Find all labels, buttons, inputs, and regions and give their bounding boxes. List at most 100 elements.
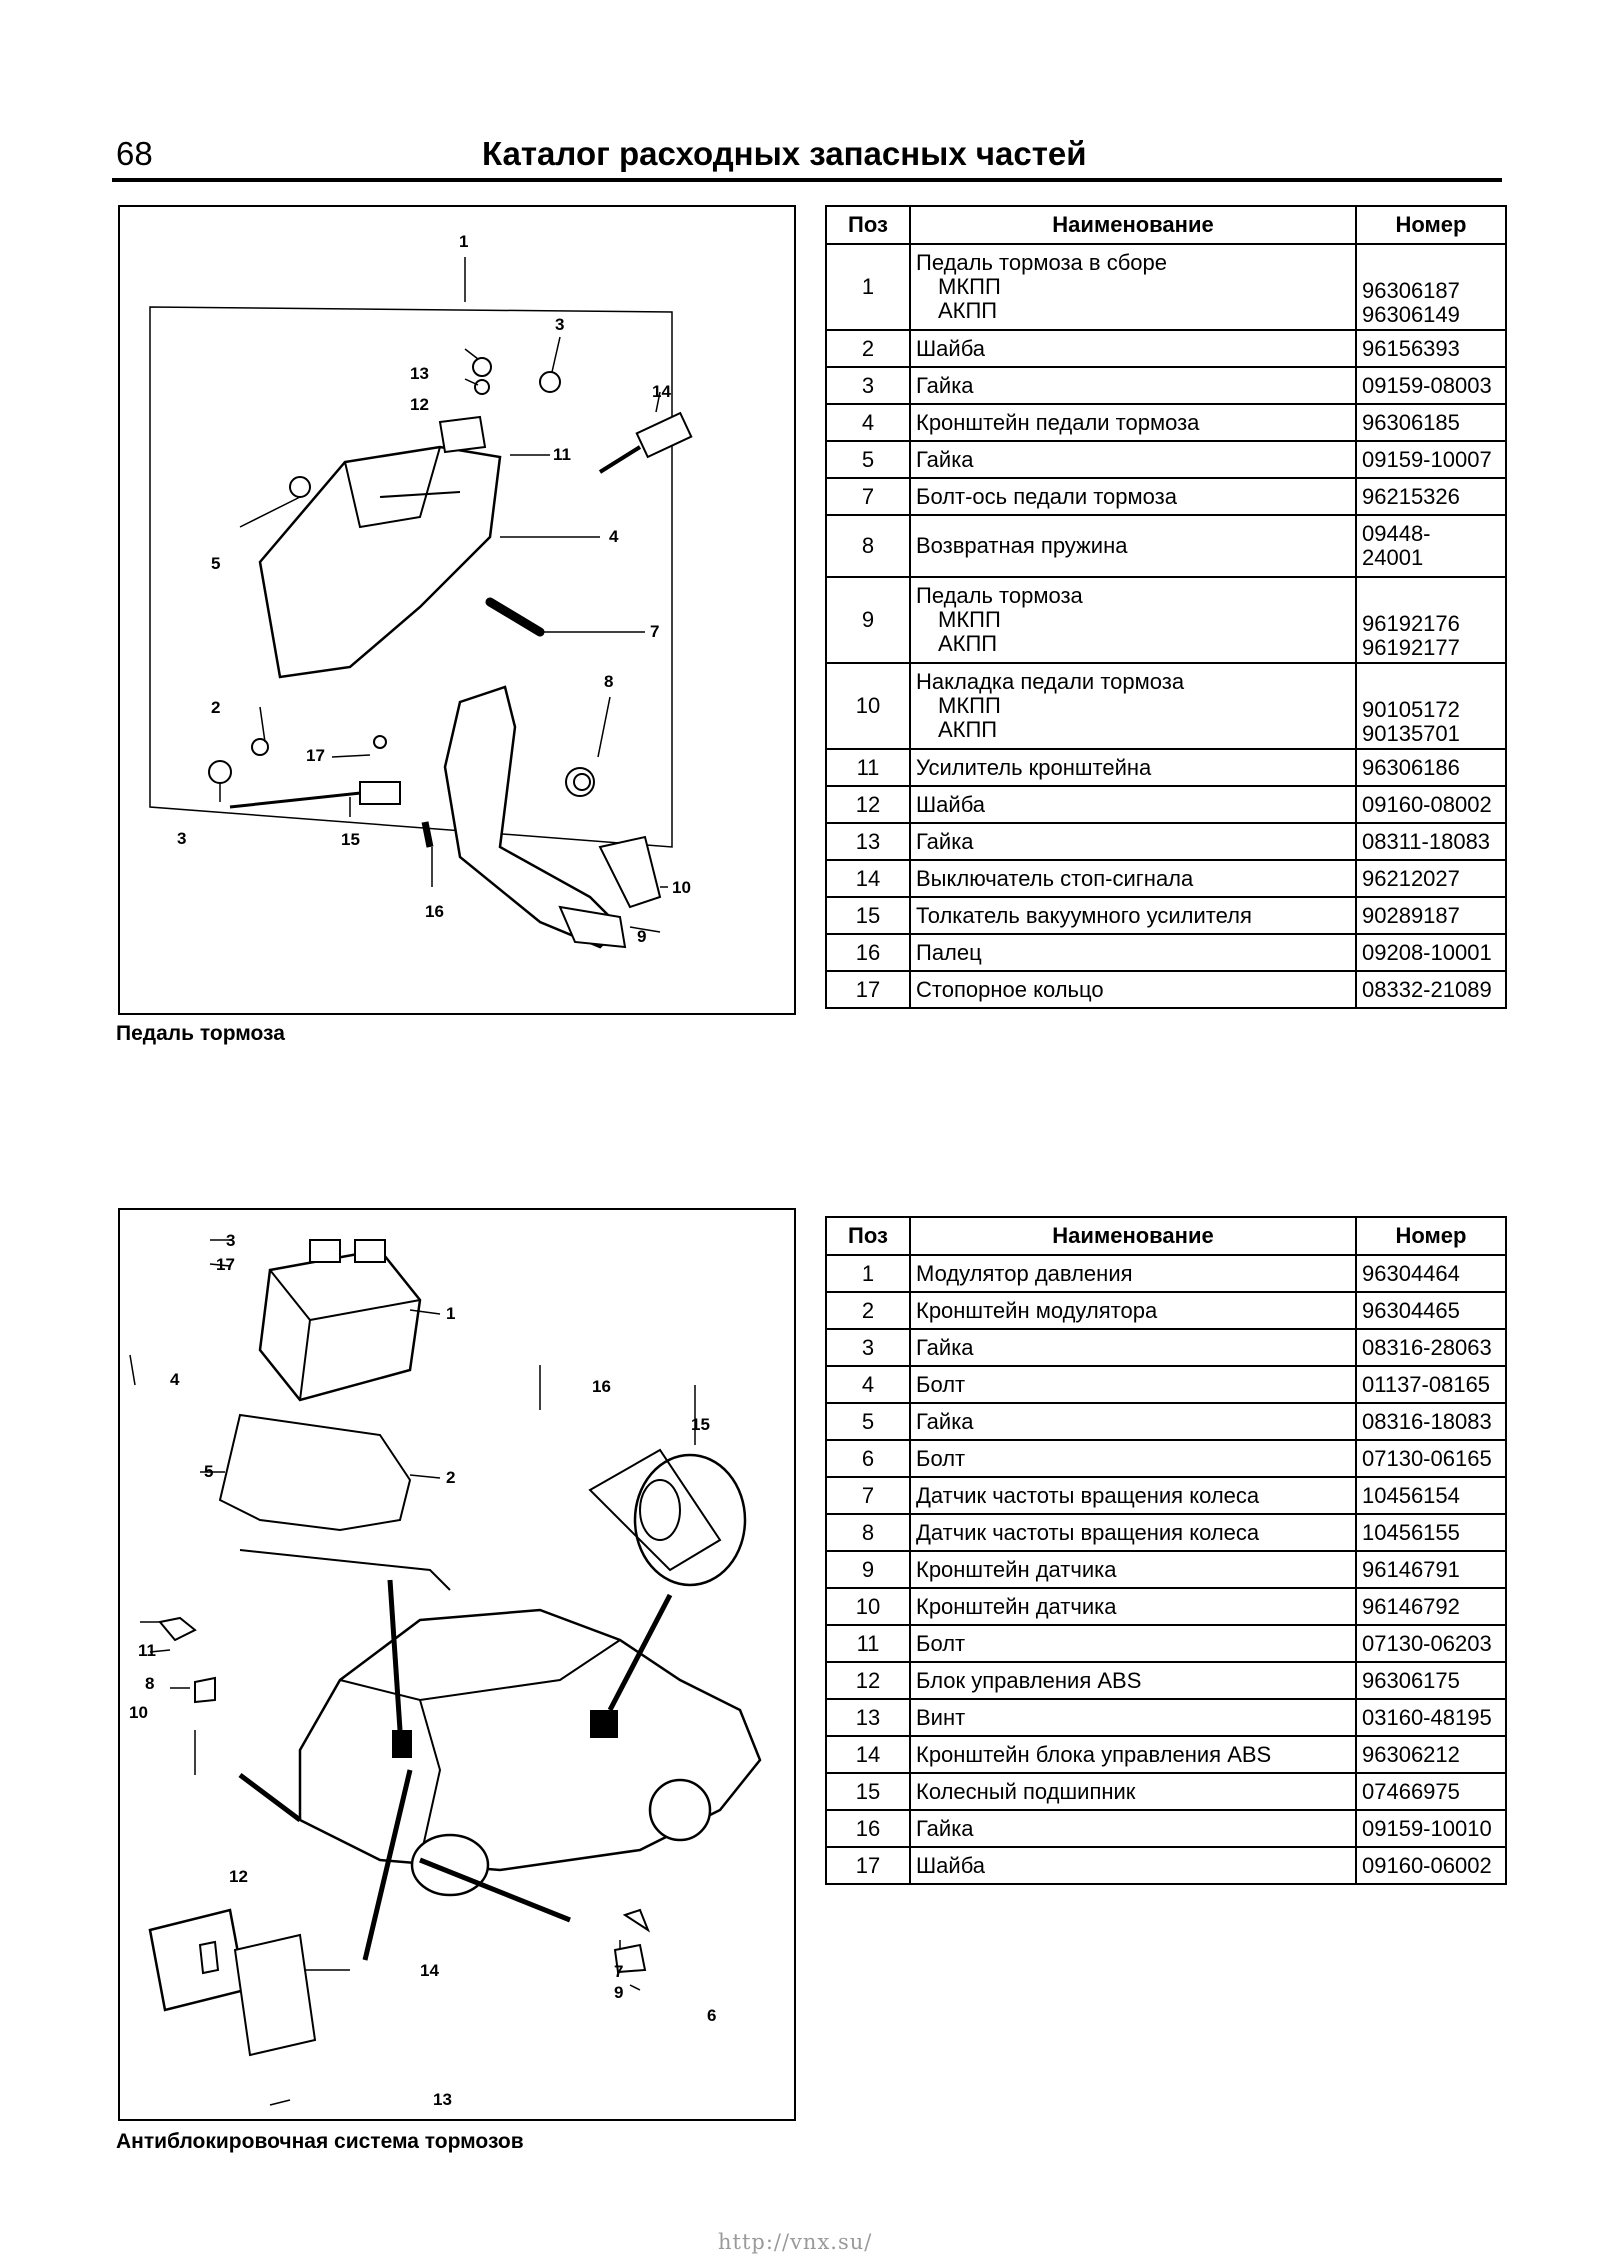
row-pos: 6 bbox=[825, 1439, 911, 1478]
row-name-sub: АКПП bbox=[938, 631, 998, 656]
row-number: 96146792 bbox=[1355, 1587, 1507, 1626]
callout-label: 13 bbox=[410, 364, 429, 383]
row-name: Толкатель вакуумного усилителя bbox=[909, 896, 1357, 935]
row-pos: 7 bbox=[825, 1476, 911, 1515]
callout-label: 8 bbox=[145, 1674, 154, 1693]
row-name: Педаль тормоза в сборе МКПП АКПП bbox=[909, 243, 1357, 331]
table-header-row: Поз Наименование Номер bbox=[825, 1216, 1507, 1256]
row-pos: 1 bbox=[825, 1254, 911, 1293]
callout-label: 9 bbox=[614, 1983, 623, 2002]
row-name: Болт bbox=[909, 1439, 1357, 1478]
header-rule bbox=[112, 178, 1502, 182]
table-row: 14 Выключатель стоп-сигнала 96212027 bbox=[825, 859, 1507, 898]
footer-link[interactable]: http://vnx.su/ bbox=[718, 2230, 873, 2254]
row-number: 90105172 90135701 bbox=[1355, 662, 1507, 750]
row-number: 08316-18083 bbox=[1355, 1402, 1507, 1441]
row-pos: 17 bbox=[825, 970, 911, 1009]
row-number: 96215326 bbox=[1355, 477, 1507, 516]
row-name-sub: МКПП bbox=[938, 607, 1001, 632]
row-pos: 9 bbox=[825, 576, 911, 664]
row-number: 09159-10010 bbox=[1355, 1809, 1507, 1848]
column-header-pos: Поз bbox=[825, 1216, 911, 1256]
row-name: Болт bbox=[909, 1365, 1357, 1404]
row-number: 10456155 bbox=[1355, 1513, 1507, 1552]
column-header-name: Наименование bbox=[909, 205, 1357, 245]
row-number-line: 90135701 bbox=[1362, 721, 1460, 746]
callout-label: 14 bbox=[652, 382, 671, 401]
callout-label: 4 bbox=[170, 1370, 180, 1389]
row-number: 96306185 bbox=[1355, 403, 1507, 442]
row-name: Гайка bbox=[909, 1809, 1357, 1848]
row-number-line: 96306149 bbox=[1362, 302, 1460, 327]
callout-label: 9 bbox=[637, 927, 646, 946]
row-name: Палец bbox=[909, 933, 1357, 972]
row-pos: 15 bbox=[825, 896, 911, 935]
row-name: Выключатель стоп-сигнала bbox=[909, 859, 1357, 898]
row-number: 10456154 bbox=[1355, 1476, 1507, 1515]
row-pos: 5 bbox=[825, 1402, 911, 1441]
row-number: 96306187 96306149 bbox=[1355, 243, 1507, 331]
row-number: 96304464 bbox=[1355, 1254, 1507, 1293]
callout-label: 7 bbox=[650, 622, 659, 641]
row-name: Гайка bbox=[909, 1402, 1357, 1441]
row-name: Кронштейн датчика bbox=[909, 1587, 1357, 1626]
row-pos: 11 bbox=[825, 1624, 911, 1663]
table-row: 10 Накладка педали тормоза МКПП АКПП 901… bbox=[825, 662, 1507, 750]
column-header-name: Наименование bbox=[909, 1216, 1357, 1256]
row-number: 07466975 bbox=[1355, 1772, 1507, 1811]
row-name-sub: МКПП bbox=[938, 693, 1001, 718]
row-number: 96192176 96192177 bbox=[1355, 576, 1507, 664]
row-name: Стопорное кольцо bbox=[909, 970, 1357, 1009]
table-row: 1 Педаль тормоза в сборе МКПП АКПП 96306… bbox=[825, 243, 1507, 331]
row-number: 08316-28063 bbox=[1355, 1328, 1507, 1367]
callout-label: 16 bbox=[592, 1377, 611, 1396]
table-row: 11 Усилитель кронштейна 96306186 bbox=[825, 748, 1507, 787]
table-row: 17 Стопорное кольцо 08332-21089 bbox=[825, 970, 1507, 1009]
row-pos: 8 bbox=[825, 1513, 911, 1552]
callout-label: 5 bbox=[211, 554, 220, 573]
brake-pedal-illustration: 1 2 3 3 4 5 7 8 9 10 11 12 13 14 15 16 1… bbox=[118, 205, 796, 1015]
callout-label: 5 bbox=[204, 1462, 213, 1481]
table-row: 12 Шайба 09160-08002 bbox=[825, 785, 1507, 824]
row-pos: 16 bbox=[825, 933, 911, 972]
row-number: 96156393 bbox=[1355, 329, 1507, 368]
row-number: 03160-48195 bbox=[1355, 1698, 1507, 1737]
brake-pedal-caption: Педаль тормоза bbox=[116, 1022, 285, 1045]
callout-labels: 1 2 3 3 4 5 7 8 9 10 11 12 13 14 15 16 1… bbox=[177, 232, 691, 946]
callout-label: 10 bbox=[672, 878, 691, 897]
callout-label: 16 bbox=[425, 902, 444, 921]
row-pos: 16 bbox=[825, 1809, 911, 1848]
row-number: 09448- 24001 bbox=[1355, 514, 1507, 578]
row-pos: 3 bbox=[825, 366, 911, 405]
row-pos: 3 bbox=[825, 1328, 911, 1367]
column-header-number: Номер bbox=[1355, 205, 1507, 245]
table-header-row: Поз Наименование Номер bbox=[825, 205, 1507, 245]
table-row: 13 Гайка 08311-18083 bbox=[825, 822, 1507, 861]
callout-label: 4 bbox=[609, 527, 619, 546]
callout-label: 3 bbox=[177, 829, 186, 848]
row-number-line: 96192177 bbox=[1362, 635, 1460, 660]
row-number-line: 96306187 bbox=[1362, 278, 1460, 303]
row-pos: 1 bbox=[825, 243, 911, 331]
callout-label: 2 bbox=[211, 698, 220, 717]
row-number: 09159-10007 bbox=[1355, 440, 1507, 479]
callout-label: 15 bbox=[341, 830, 360, 849]
row-number: 96212027 bbox=[1355, 859, 1507, 898]
row-number: 90289187 bbox=[1355, 896, 1507, 935]
row-name-main: Накладка педали тормоза bbox=[916, 669, 1185, 694]
row-pos: 13 bbox=[825, 822, 911, 861]
row-number: 96304465 bbox=[1355, 1291, 1507, 1330]
callout-label: 17 bbox=[306, 746, 325, 765]
row-number: 96146791 bbox=[1355, 1550, 1507, 1589]
callout-label: 7 bbox=[614, 1962, 623, 1981]
table-row: 4 Кронштейн педали тормоза 96306185 bbox=[825, 403, 1507, 442]
row-number: 09160-06002 bbox=[1355, 1846, 1507, 1885]
row-number: 01137-08165 bbox=[1355, 1365, 1507, 1404]
row-number: 07130-06203 bbox=[1355, 1624, 1507, 1663]
